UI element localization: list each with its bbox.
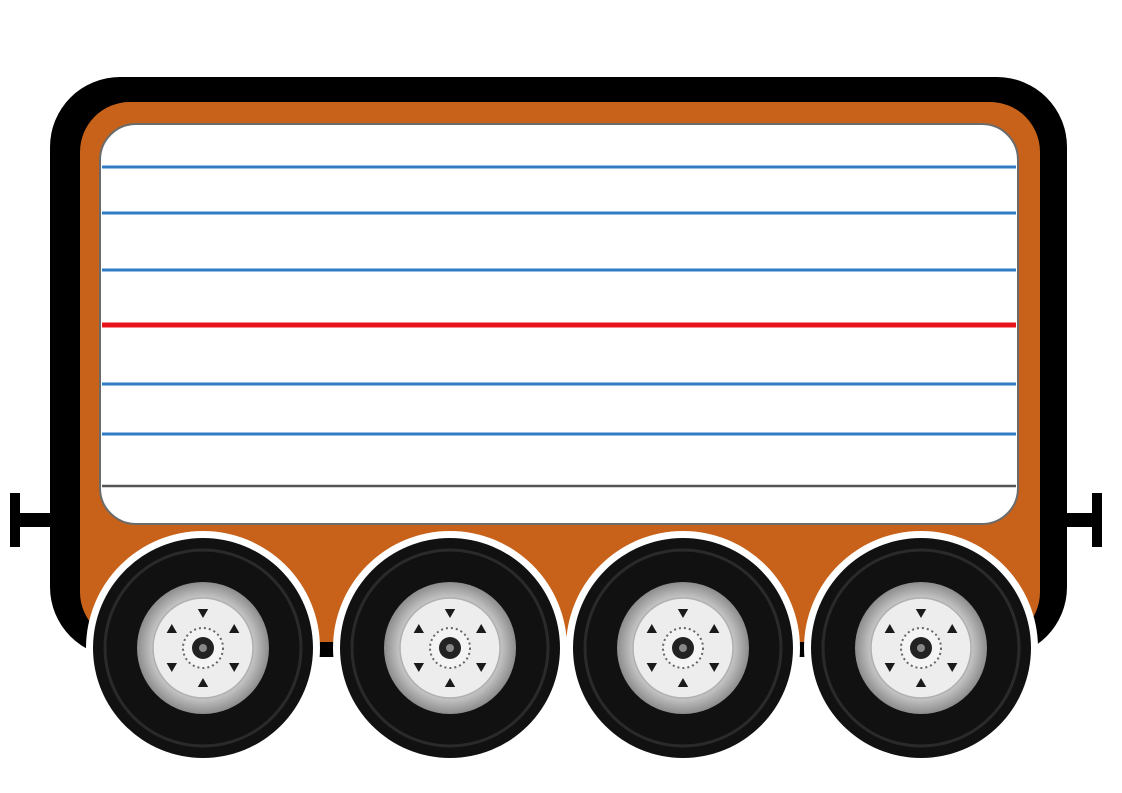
paper-lines [102,165,1016,488]
writing-paper[interactable] [99,123,1019,525]
wheel-icon [333,531,567,765]
right-coupler-icon [1058,493,1102,547]
wheel-icon [566,531,800,765]
left-coupler-icon [10,493,58,547]
wheel-icon [804,531,1038,765]
wheels [86,531,1038,765]
wheel-icon [86,531,320,765]
